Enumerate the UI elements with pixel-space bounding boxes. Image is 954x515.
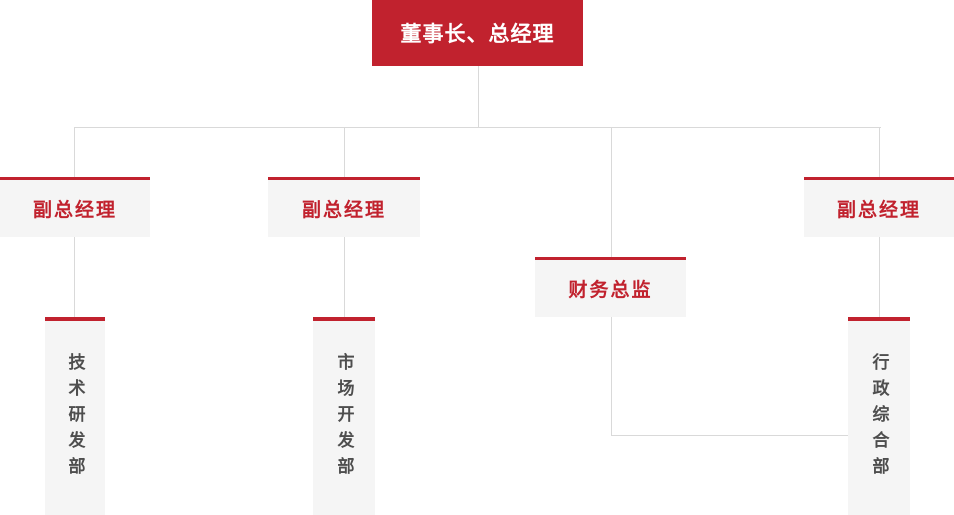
connector-root-stem	[478, 66, 479, 127]
connector-vp-right-to-dept	[879, 237, 880, 317]
node-label: 董事长、总经理	[400, 22, 555, 46]
node-label: 副总经理	[32, 199, 117, 221]
connector-vp-left-to-dept	[74, 237, 75, 317]
connector-finance-elbow-horiz	[611, 435, 848, 436]
connector-drop-vp-right	[879, 128, 880, 177]
node-label: 行政综合部	[868, 353, 889, 483]
node-dept-admin-general: 行政综合部	[848, 317, 910, 515]
node-label: 副总经理	[836, 199, 921, 221]
node-deputy-gm-right: 副总经理	[804, 177, 954, 237]
node-label: 市场开发部	[333, 353, 354, 483]
connector-drop-vp-left	[74, 128, 75, 177]
node-label: 财务总监	[568, 279, 653, 301]
connector-vp-mid-to-dept	[344, 237, 345, 317]
connector-finance-elbow-vert	[611, 316, 612, 435]
node-label: 副总经理	[301, 199, 386, 221]
node-finance-director: 财务总监	[535, 257, 686, 317]
connector-drop-finance	[611, 128, 612, 257]
node-label: 技术研发部	[64, 353, 85, 483]
connector-drop-vp-mid	[344, 128, 345, 177]
connector-horizontal-bus	[74, 127, 881, 128]
node-chairman-general-manager: 董事长、总经理	[372, 0, 583, 66]
node-deputy-gm-mid: 副总经理	[268, 177, 420, 237]
node-deputy-gm-left: 副总经理	[0, 177, 150, 237]
node-dept-tech-rnd: 技术研发部	[45, 317, 105, 515]
node-dept-market-dev: 市场开发部	[313, 317, 375, 515]
